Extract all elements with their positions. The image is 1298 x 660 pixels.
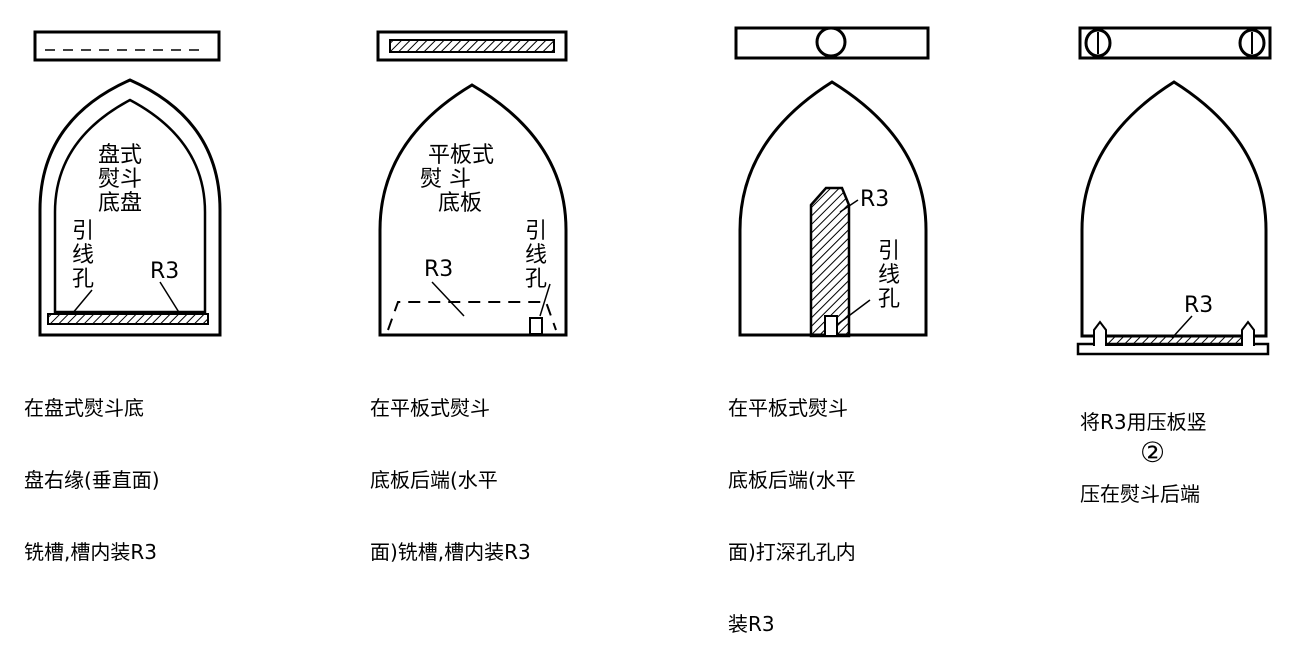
iron-outline: [738, 80, 928, 337]
resistor-label: R3: [1184, 293, 1213, 318]
resistor-label: R3: [424, 257, 453, 282]
panel-2: 平板式 熨 斗 底板 引 线 孔 R3: [376, 30, 568, 337]
figure-number: ②: [1140, 436, 1166, 469]
panel-3: R3 引 线 孔: [734, 26, 930, 338]
hole-label-line-3: 孔: [525, 267, 547, 292]
caption-line: 压在熨斗后端: [1080, 482, 1200, 506]
panel-1: 盘式 熨斗 底盘 引 线 孔 R3: [33, 30, 222, 337]
inside-label-line-3: 底盘: [98, 191, 142, 216]
side-view-bar: [1078, 26, 1272, 60]
resistor-label: R3: [150, 259, 179, 284]
inside-label-line-1: 盘式: [98, 143, 142, 168]
caption-line: 面)铣槽,槽内装R3: [370, 540, 531, 564]
screw-left: [1093, 320, 1107, 346]
hole-label-line-1: 引: [72, 219, 94, 244]
resistor-r3: [47, 313, 209, 325]
inside-label-line-2: 熨斗: [98, 167, 142, 192]
side-view-hole: [815, 26, 847, 58]
iron-outline-inner: [53, 98, 207, 314]
r3-pointer: [1171, 315, 1193, 339]
caption-line: 铣槽,槽内装R3: [24, 540, 157, 564]
r3-pointer: [839, 199, 859, 213]
side-view-bar: [33, 30, 221, 62]
hole-label-line-3: 孔: [72, 267, 94, 292]
inside-label-line-3: 底板: [438, 191, 482, 216]
resistor-label: R3: [860, 187, 889, 212]
resistor-r3: [809, 186, 851, 338]
r3-pointer: [159, 281, 181, 315]
caption-line: 在平板式熨斗: [728, 396, 848, 420]
iron-outline: [378, 83, 568, 337]
caption-panel-2: 在平板式熨斗 底板后端(水平 面)铣槽,槽内装R3: [370, 348, 531, 588]
caption-line: 在盘式熨斗底: [24, 396, 144, 420]
side-view-bar: [376, 30, 568, 62]
diagram-canvas: 盘式 熨斗 底盘 引 线 孔 R3 平板式 熨 斗 底板 引 线 孔 R3 R3…: [33, 26, 1272, 356]
hole-label-line-1: 引: [525, 219, 547, 244]
caption-line: 面)打深孔孔内: [728, 540, 856, 564]
caption-panel-1: 在盘式熨斗底 盘右缘(垂直面) 铣槽,槽内装R3: [24, 348, 160, 588]
caption-line: 盘右缘(垂直面): [24, 468, 160, 492]
side-view-resistor: [389, 39, 555, 53]
inside-label-line-2: 熨 斗: [420, 167, 471, 192]
hole-label-line-2: 线: [878, 263, 900, 288]
caption-panel-3: 在平板式熨斗 底板后端(水平 面)打深孔孔内 装R3: [728, 348, 856, 660]
iron-outline-outer: [38, 78, 222, 337]
caption-line: 底板后端(水平: [728, 468, 856, 492]
hole-label-line-3: 孔: [878, 287, 900, 312]
caption-line: 将R3用压板竖: [1080, 410, 1207, 434]
inside-label-line-1: 平板式: [428, 143, 494, 168]
lead-hole: [824, 315, 838, 337]
iron-outline: [1080, 80, 1268, 338]
hole-pointer: [837, 299, 871, 325]
hole-label-line-1: 引: [878, 239, 900, 264]
hole-pointer: [539, 283, 551, 317]
panel-4: R3: [1076, 26, 1272, 356]
caption-line: 装R3: [728, 612, 775, 636]
hole-label-line-2: 线: [525, 243, 547, 268]
caption-line: 在平板式熨斗: [370, 396, 490, 420]
hole-label-line-2: 线: [72, 243, 94, 268]
screw-right: [1241, 320, 1255, 346]
hole-pointer: [71, 289, 93, 315]
r3-pointer: [431, 281, 465, 317]
lead-hole: [529, 317, 543, 335]
groove-dashed: [387, 301, 557, 331]
caption-line: 底板后端(水平: [370, 468, 498, 492]
